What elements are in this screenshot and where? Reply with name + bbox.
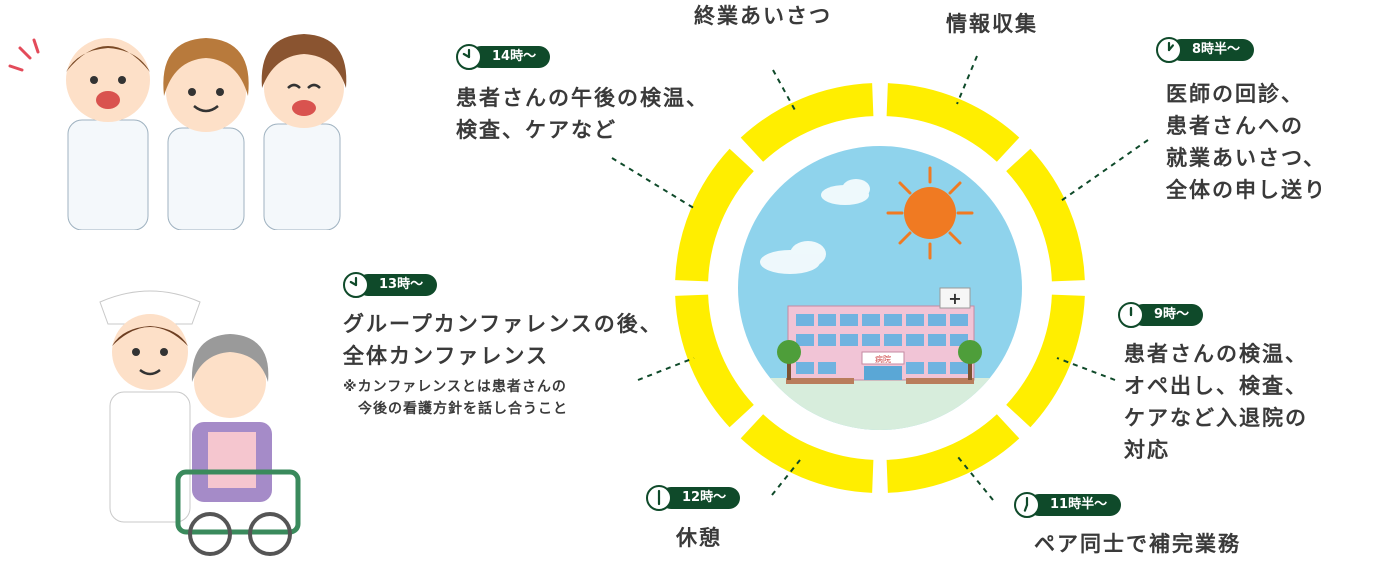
clock-icon (456, 44, 482, 70)
ring-segment (1006, 294, 1085, 428)
clock-icon (343, 272, 369, 298)
ring-segment (740, 414, 874, 493)
hospital-building (777, 287, 982, 384)
sun-icon (886, 166, 974, 260)
label-top-right: 情報収集 (946, 12, 1038, 36)
conference-note: ※カンファレンスとは患者さんの 今後の看護方針を話し合うこと (343, 379, 568, 417)
time-label: 11時半〜 (1028, 494, 1122, 516)
schedule-text-0830: 医師の回診、 患者さんへの 就業あいさつ、 全体の申し送り (1166, 82, 1327, 202)
clock-icon (1156, 37, 1182, 63)
time-label: 14時〜 (470, 46, 551, 68)
time-label: 8時半〜 (1170, 39, 1255, 61)
clock-icon (1014, 492, 1040, 518)
ring-segment (886, 83, 1020, 162)
schedule-text-1300: グループカンファレンスの後、 全体カンファレンス (343, 312, 663, 368)
clock-icon (646, 485, 672, 511)
leader-lines (611, 55, 1149, 501)
ring-segment (886, 414, 1020, 493)
schedule-text-1200: 休憩 (676, 526, 722, 550)
hospital-scene (738, 146, 1022, 430)
time-label: 9時〜 (1132, 304, 1204, 326)
clock-icon (1118, 302, 1144, 328)
hospital-sign: 病院 (875, 354, 891, 364)
hospital-cross: + (948, 289, 961, 308)
ring-segment (1006, 148, 1085, 282)
ring-segment (675, 294, 754, 428)
time-label: 13時〜 (357, 274, 438, 296)
time-label: 12時〜 (660, 487, 741, 509)
nurses-illustration (8, 34, 347, 230)
schedule-text-0900: 患者さんの検温、 オペ出し、検査、 ケアなど入退院の 対応 (1124, 342, 1308, 462)
cloud-icon (760, 179, 870, 274)
ring-segments (675, 83, 1085, 493)
nurse-patient-illustration (99, 290, 301, 556)
label-top-left: 終業あいさつ (694, 4, 832, 28)
ring-segment (740, 83, 874, 162)
schedule-text-1400: 患者さんの午後の検温、 検査、ケアなど (456, 86, 709, 142)
schedule-text-1130: ペア同士で補完業務 (1034, 532, 1241, 556)
ring-segment (675, 148, 754, 282)
